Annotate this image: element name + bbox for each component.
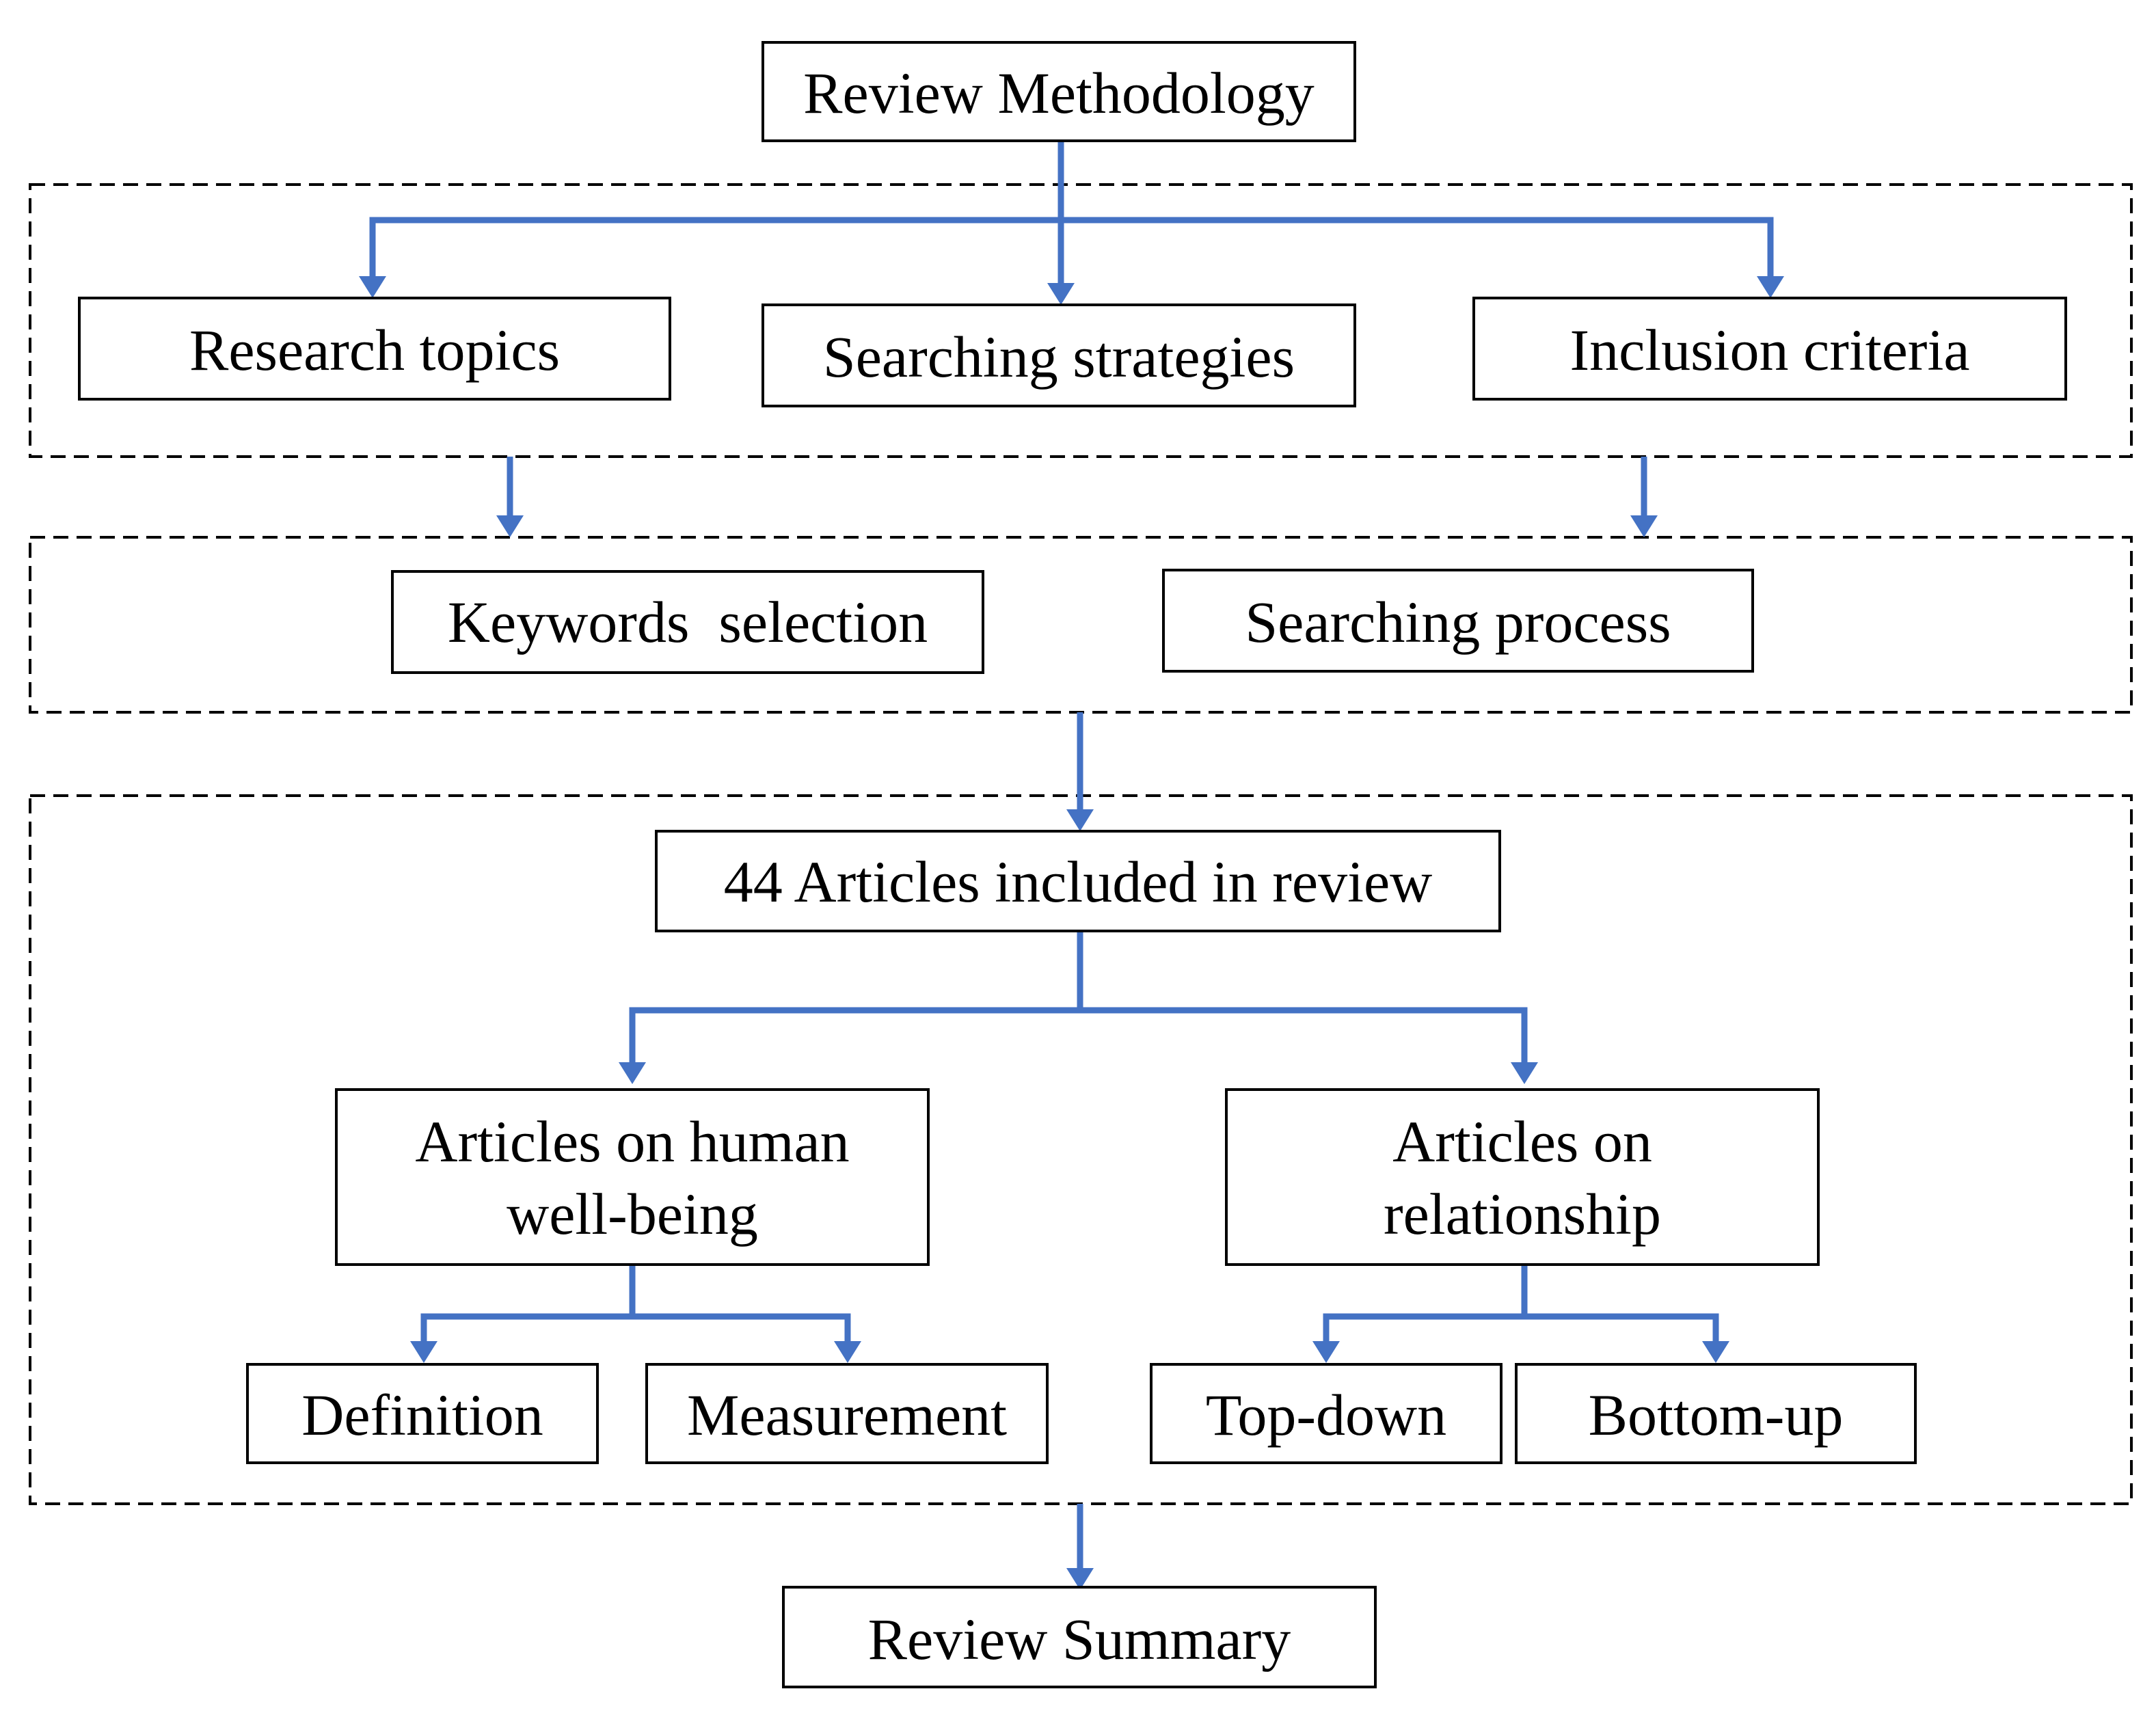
node-label: Research topics — [189, 317, 560, 383]
node-label: Top-down — [1206, 1382, 1446, 1448]
node-label: Searching process — [1245, 589, 1671, 655]
arrow-to-bottom-up — [1702, 1341, 1729, 1363]
arrow-to-relationship — [1511, 1062, 1538, 1084]
node-inclusion-criteria: Inclusion criteria — [1472, 297, 2067, 401]
node-measurement: Measurement — [645, 1363, 1049, 1464]
node-review-summary: Review Summary — [782, 1586, 1377, 1688]
arrow-to-research-topics — [359, 276, 386, 298]
node-label: Review Summary — [868, 1606, 1291, 1672]
node-top-down: Top-down — [1150, 1363, 1503, 1464]
node-label: Review Methodology — [803, 60, 1315, 126]
arrow-to-top-down — [1312, 1341, 1340, 1363]
node-label: Bottom-up — [1589, 1382, 1844, 1448]
node-label: Inclusion criteria — [1569, 317, 1969, 383]
node-label-line1: Articles on — [1392, 1109, 1652, 1174]
node-bottom-up: Bottom-up — [1515, 1363, 1917, 1464]
node-label-line2: relationship — [1384, 1181, 1661, 1247]
node-label: 44 Articles included in review — [724, 849, 1433, 915]
arrow-to-articles-included — [1066, 809, 1094, 831]
node-searching-process: Searching process — [1162, 569, 1754, 673]
arrow-to-wellbeing — [619, 1062, 646, 1084]
arrow-to-review-summary — [1066, 1568, 1094, 1590]
node-keywords-selection: Keywords selection — [391, 570, 984, 674]
node-label: Measurement — [687, 1382, 1007, 1448]
node-definition: Definition — [246, 1363, 599, 1464]
node-searching-strategies: Searching strategies — [762, 303, 1356, 407]
node-articles-included: 44 Articles included in review — [655, 830, 1501, 932]
node-label: Definition — [301, 1382, 543, 1448]
node-label-line2: well-being — [507, 1181, 758, 1247]
connector-relationship-branch — [1323, 1313, 1719, 1344]
arrow-to-searching-strategies — [1047, 283, 1075, 305]
arrow-to-inclusion-criteria — [1757, 276, 1784, 298]
arrow-to-definition — [410, 1341, 437, 1363]
group-review-planning — [29, 183, 2133, 458]
arrow-to-group-search-left — [496, 515, 524, 537]
node-label: Keywords selection — [448, 589, 928, 655]
node-review-methodology: Review Methodology — [762, 41, 1356, 142]
connector-articles-branch — [629, 1007, 1528, 1066]
node-research-topics: Research topics — [78, 297, 671, 401]
node-label: Searching strategies — [823, 324, 1295, 390]
arrow-to-group-search-right — [1630, 515, 1658, 537]
connector-lines — [369, 141, 1774, 1572]
node-label-line1: Articles on human — [415, 1109, 849, 1174]
arrowheads — [359, 276, 1784, 1590]
node-articles-relationship: Articles on relationship — [1225, 1088, 1820, 1266]
arrow-to-measurement — [834, 1341, 861, 1363]
node-articles-wellbeing: Articles on human well-being — [335, 1088, 930, 1266]
connector-methodology-branch — [369, 217, 1774, 280]
group-search-execution — [29, 536, 2133, 714]
connector-wellbeing-branch — [420, 1313, 851, 1344]
